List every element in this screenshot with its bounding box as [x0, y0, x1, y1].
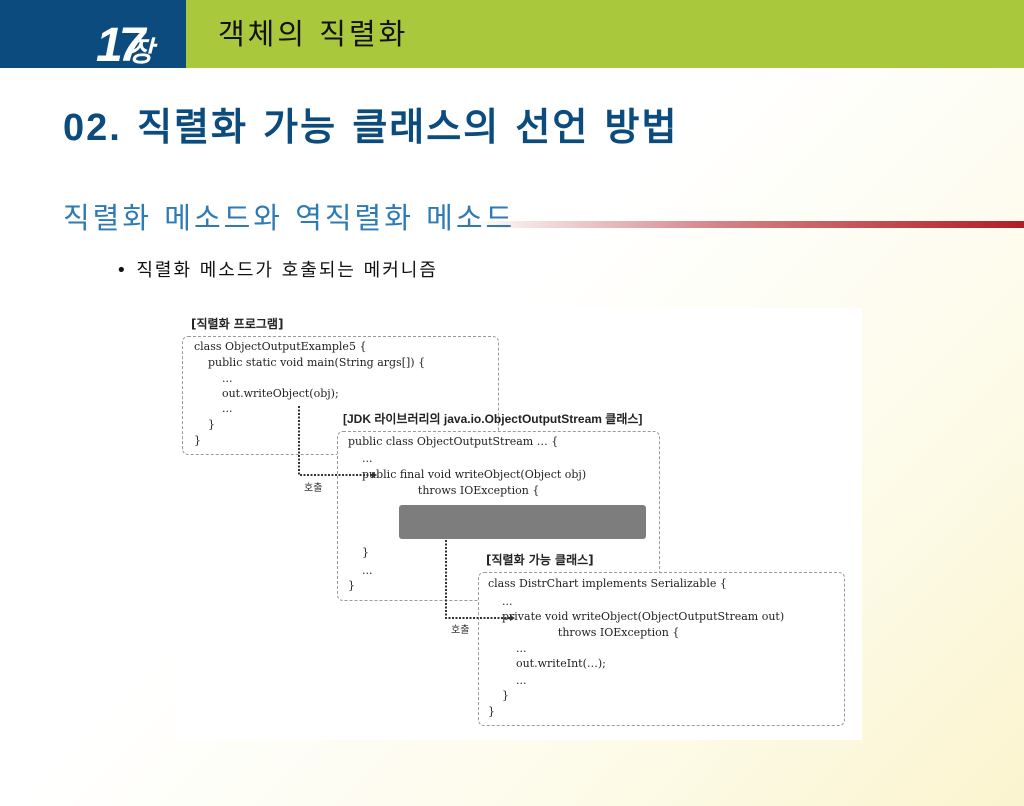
code-line: ...	[488, 642, 527, 655]
code-line: }	[194, 418, 215, 431]
jdk-label: [JDK 라이브러리의 java.io.ObjectOutputStream 클…	[343, 412, 643, 426]
section-underline	[470, 221, 1024, 228]
serialization-diagram: [직렬화 프로그램] class ObjectOutputExample5 { …	[176, 308, 862, 740]
code-line: out.writeInt(…);	[488, 657, 606, 670]
bullet-point: • 직렬화 메소드가 호출되는 메커니즘	[116, 260, 438, 281]
chapter-suffix: 장	[128, 35, 154, 68]
call-label-1: 호출	[304, 483, 323, 494]
page-title-number: 02.	[63, 107, 122, 149]
code-line: ...	[194, 402, 233, 415]
code-line: }	[488, 705, 495, 718]
code-line: ...	[348, 452, 373, 465]
hidden-implementation-bar	[399, 505, 646, 539]
page-title-text: 직렬화 가능 클래스의 선언 방법	[137, 105, 679, 149]
arrow-head-icon	[372, 472, 377, 478]
call-label-2: 호출	[451, 625, 470, 636]
code-line: }	[488, 689, 509, 702]
code-line: class DistrChart implements Serializable…	[488, 577, 727, 590]
page-title: 02. 직렬화 가능 클래스의 선언 방법	[63, 108, 678, 147]
program-label: [직렬화 프로그램]	[191, 317, 284, 331]
code-line: }	[194, 434, 201, 447]
code-line: throws IOException {	[348, 484, 540, 497]
call-arrow-2	[445, 540, 510, 619]
code-line: }	[348, 579, 355, 592]
code-line: public class ObjectOutputStream … {	[348, 435, 559, 448]
code-line: public static void main(String args[]) {	[194, 356, 426, 369]
code-line: private void writeObject(ObjectOutputStr…	[488, 610, 785, 623]
header-bar: 객체의 직렬화	[186, 0, 1024, 68]
code-line: throws IOException {	[488, 626, 680, 639]
code-line: }	[348, 546, 369, 559]
code-line: ...	[194, 372, 233, 385]
arrow-head-icon	[510, 615, 515, 621]
code-line: ...	[488, 674, 527, 687]
code-line: ...	[348, 564, 373, 577]
call-arrows	[298, 406, 515, 621]
serializable-code-box	[478, 572, 845, 726]
code-line: out.writeObject(obj);	[194, 387, 339, 400]
call-arrow-1	[298, 406, 372, 476]
chapter-badge: 17 장	[0, 0, 186, 68]
section-title: 직렬화 메소드와 역직렬화 메소드	[63, 201, 516, 235]
chapter-number: 17	[96, 19, 145, 69]
code-line: public final void writeObject(Object obj…	[348, 468, 587, 481]
code-line: ...	[488, 595, 513, 608]
serializable-label: [직렬화 가능 클래스]	[486, 553, 594, 567]
code-line: class ObjectOutputExample5 {	[194, 340, 367, 353]
chapter-title: 객체의 직렬화	[218, 17, 409, 51]
